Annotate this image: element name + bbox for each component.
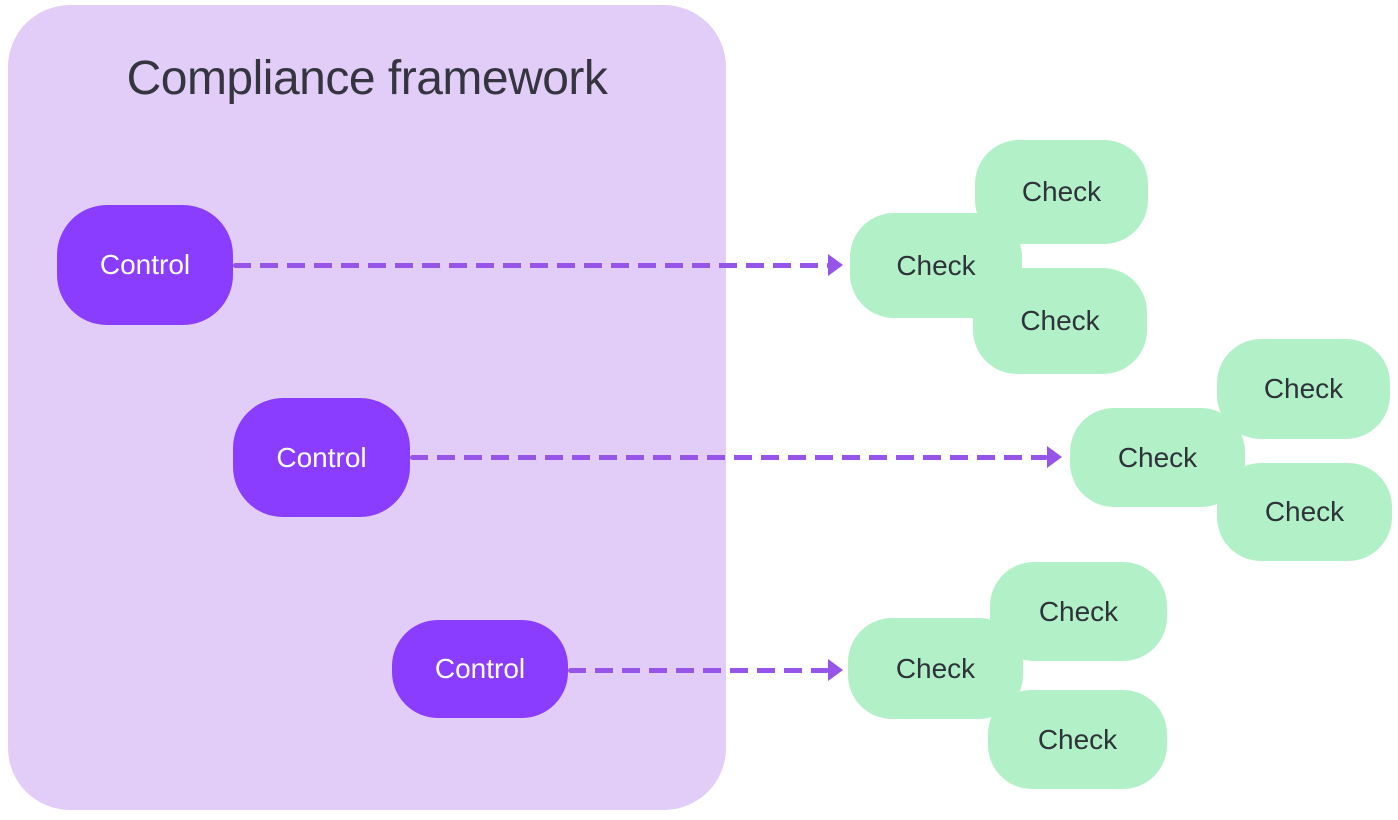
check-pill-cluster3-bottom: Check bbox=[988, 690, 1167, 789]
check-label: Check bbox=[1020, 305, 1100, 336]
arrow-control3-to-cluster3 bbox=[568, 659, 843, 681]
check-label: Check bbox=[1117, 441, 1198, 473]
control-pill-2: Control bbox=[233, 398, 410, 517]
arrow-control1-to-cluster1 bbox=[233, 254, 843, 276]
check-pill-cluster2-bottom: Check bbox=[1217, 463, 1392, 561]
framework-title: Compliance framework bbox=[126, 52, 608, 105]
check-pill-cluster2-left: Check bbox=[1070, 408, 1245, 507]
control-pill-3: Control bbox=[392, 620, 568, 718]
check-label: Check bbox=[1263, 373, 1344, 404]
dashed-line bbox=[410, 454, 1048, 460]
control-2-label: Control bbox=[276, 441, 367, 473]
check-pill-cluster2-top: Check bbox=[1217, 339, 1390, 439]
check-label: Check bbox=[1037, 723, 1118, 755]
arrowhead-icon bbox=[828, 254, 843, 276]
arrowhead-icon bbox=[1047, 446, 1062, 468]
check-label: Check bbox=[1038, 595, 1119, 627]
check-pill-cluster3-top: Check bbox=[990, 562, 1167, 661]
control-3-label: Control bbox=[434, 653, 526, 684]
control-1-label: Control bbox=[99, 249, 191, 280]
check-label: Check bbox=[1021, 176, 1102, 207]
arrow-control2-to-cluster2 bbox=[410, 446, 1062, 468]
arrowhead-icon bbox=[828, 659, 843, 681]
check-pill-cluster1-bottom: Check bbox=[973, 268, 1147, 374]
check-label: Check bbox=[1264, 496, 1345, 527]
check-label: Check bbox=[895, 652, 976, 684]
dashed-line bbox=[568, 667, 829, 673]
dashed-line bbox=[233, 262, 829, 268]
check-pill-cluster1-top: Check bbox=[975, 140, 1148, 244]
control-pill-1: Control bbox=[57, 205, 233, 325]
check-label: Check bbox=[896, 249, 976, 281]
